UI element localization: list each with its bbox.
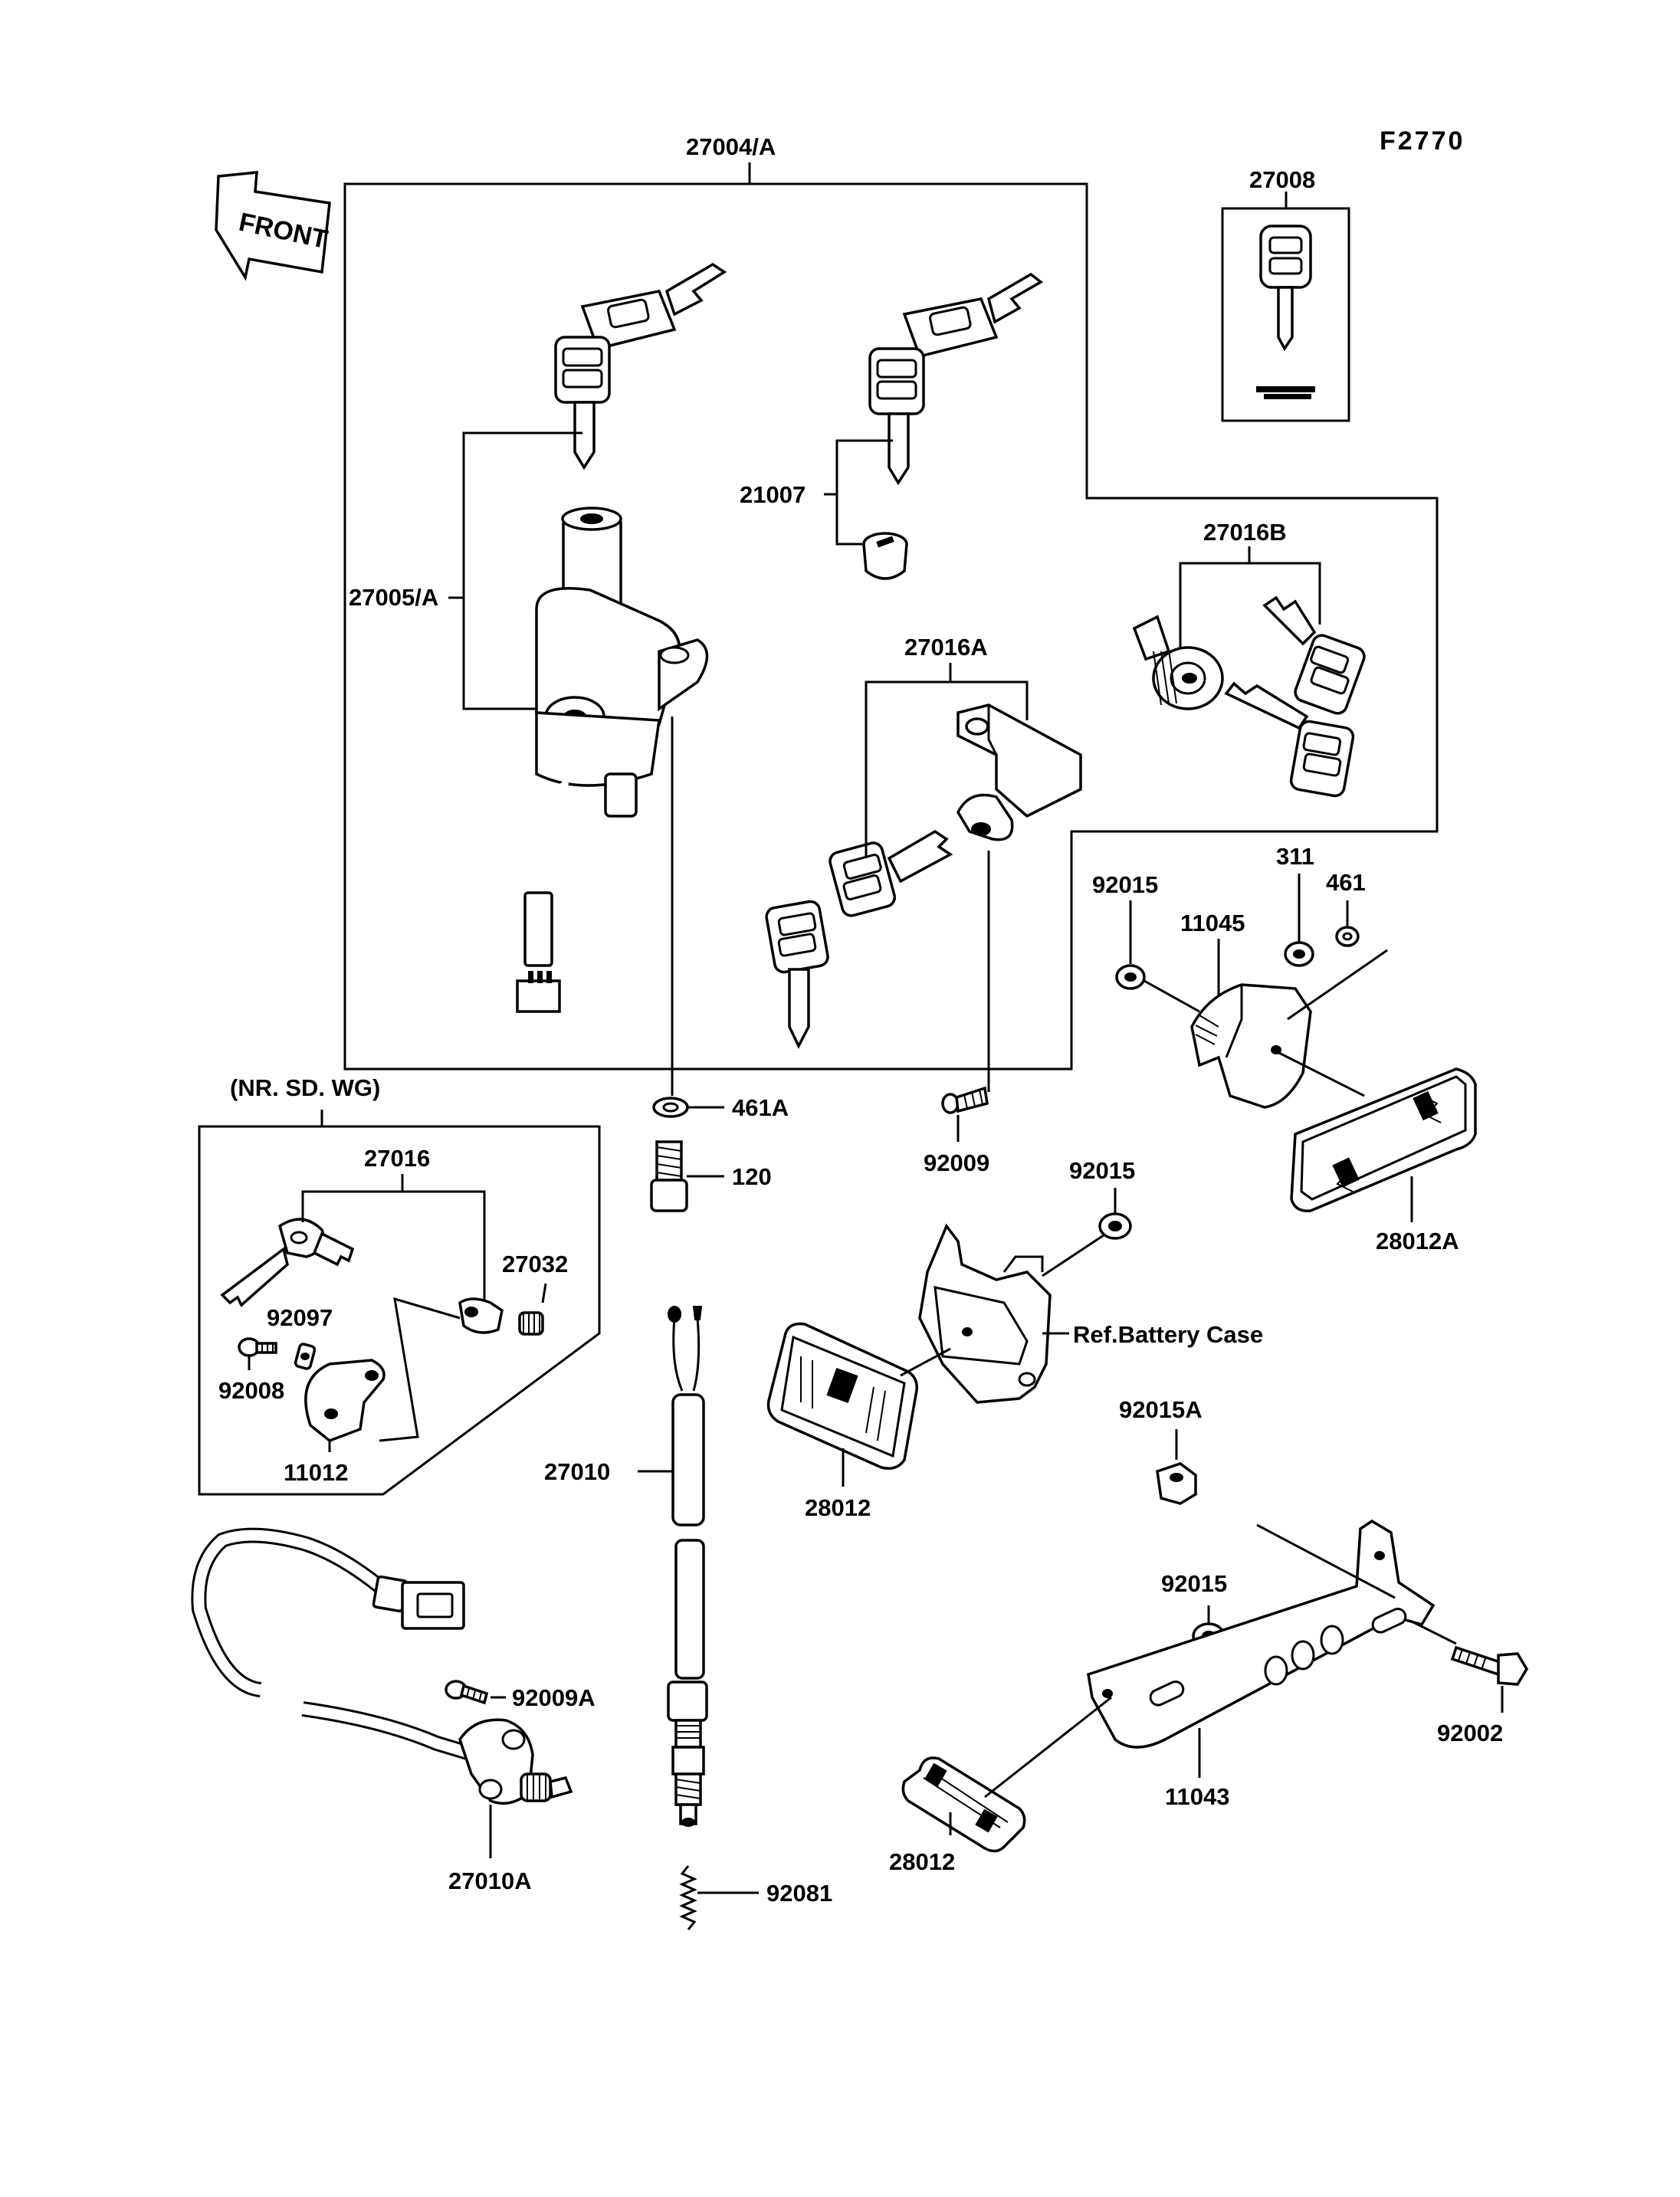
label-92009a: 92009A: [512, 1684, 596, 1711]
key-27008-icon: [1256, 225, 1315, 399]
label-27032: 27032: [502, 1251, 568, 1277]
label-11012: 11012: [284, 1459, 349, 1486]
switch-27010a-icon: [191, 1527, 573, 1858]
bolt-120-icon: [650, 1140, 724, 1212]
leader-27016b: [1179, 546, 1321, 648]
label-27008: 27008: [1249, 166, 1315, 193]
label-120: 120: [732, 1163, 772, 1190]
leader-27005a: [448, 431, 582, 710]
label-27016: 27016: [364, 1145, 430, 1172]
label-28012-b: 28012: [889, 1848, 955, 1875]
label-92097: 92097: [267, 1304, 333, 1331]
nut-92015-a-icon: [1115, 900, 1146, 990]
label-92015a: 92015A: [1119, 1396, 1203, 1423]
ignition-switch-27005a-icon: [516, 262, 727, 1013]
label-21007: 21007: [740, 481, 806, 508]
reflector-28012a-icon: [1290, 1067, 1477, 1212]
battery-case-bracket-icon: [918, 1223, 1069, 1404]
label-92002: 92002: [1437, 1720, 1503, 1746]
label-27005a: 27005/A: [349, 584, 438, 611]
washer-461-icon: [1335, 900, 1360, 947]
label-92015-a: 92015: [1092, 871, 1158, 898]
label-27004a: 27004/A: [686, 133, 776, 160]
screw-92008-icon: [238, 1337, 277, 1370]
front-arrow-icon: FRONT: [215, 171, 331, 281]
label-92081: 92081: [766, 1880, 832, 1907]
keys-27016-icon: [220, 1218, 355, 1307]
label-27010a: 27010A: [448, 1867, 532, 1894]
spring-92081-icon: [679, 1865, 759, 1930]
label-11045: 11045: [1180, 910, 1245, 936]
leader-27016: [301, 1174, 486, 1303]
label-11043: 11043: [1165, 1783, 1230, 1810]
bracket-11043-icon: [1087, 1519, 1436, 1778]
screw-92009a-icon: [445, 1680, 506, 1705]
label-nrsdwg: (NR. SD. WG): [230, 1074, 380, 1101]
label-92008: 92008: [218, 1377, 284, 1404]
label-27016b: 27016B: [1203, 519, 1287, 546]
nut-92015-b-icon: [1042, 1188, 1132, 1277]
leader-27016a: [865, 663, 1029, 858]
screw-92009-icon: [941, 851, 990, 1142]
screw-92097-icon: [294, 1343, 317, 1370]
set-27004a-frame: [343, 162, 1439, 1071]
label-28012a: 28012A: [1376, 1228, 1459, 1254]
nut-311-icon: [1284, 874, 1314, 967]
label-27010: 27010: [544, 1458, 610, 1485]
label-92015-b: 92015: [1069, 1157, 1135, 1184]
label-92009: 92009: [924, 1149, 989, 1176]
switch-27010-icon: [638, 1306, 708, 1827]
label-461a: 461A: [732, 1094, 789, 1121]
reflector-28012-b-icon: [901, 1696, 1112, 1853]
label-461: 461: [1326, 869, 1366, 896]
nrsdwg-frame: [198, 1110, 601, 1496]
bracket-11045-icon: [1144, 939, 1388, 1109]
label-311: 311: [1276, 843, 1314, 870]
bolt-92002-icon: [1409, 1619, 1529, 1713]
lock-27032-icon: [379, 1283, 547, 1442]
washer-461a-icon: [652, 716, 724, 1118]
nut-92015a-icon: [1156, 1429, 1197, 1505]
figure-id: F2770: [1380, 126, 1465, 156]
helmet-lock-27016a-icon: [765, 703, 1082, 1049]
leader-21007: [824, 439, 893, 546]
plate-11012-icon: [304, 1359, 386, 1452]
label-refbattery: Ref.Battery Case: [1073, 1321, 1263, 1348]
lock-27016b-icon: [1132, 595, 1366, 798]
label-27016a: 27016A: [904, 634, 988, 661]
label-92015-c: 92015: [1161, 1570, 1227, 1597]
set-27008-frame: [1221, 192, 1350, 422]
keys-21007-icon: [862, 272, 1044, 580]
reflector-28012-a-icon: [766, 1322, 951, 1487]
label-28012-a: 28012: [805, 1494, 871, 1521]
